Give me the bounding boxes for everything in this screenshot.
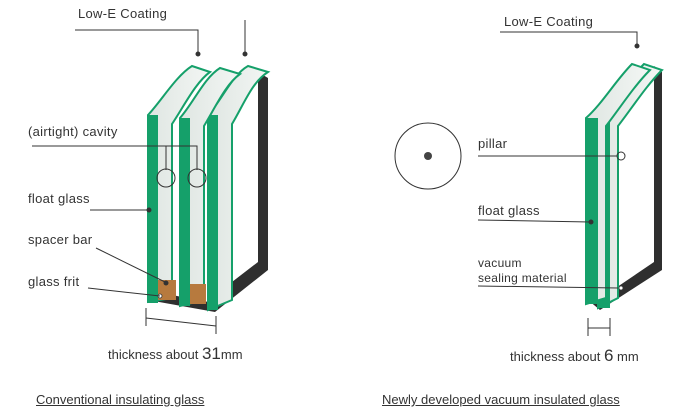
conventional-pane-front-edge bbox=[148, 115, 158, 303]
conventional-low-e-label: Low-E Coating bbox=[78, 6, 168, 21]
spacer-bar-label: spacer bar bbox=[28, 232, 93, 247]
conventional-thickness-unit: mm bbox=[220, 347, 243, 362]
vacuum-thickness-label: thickness about 6 mm bbox=[510, 346, 639, 366]
conventional-leader-lines bbox=[32, 20, 248, 334]
vacuum-sealing-label-line2: sealing material bbox=[478, 271, 567, 285]
conventional-pane-front bbox=[147, 64, 213, 304]
pillar-label: pillar bbox=[478, 136, 508, 151]
vacuum-seal-dot bbox=[618, 285, 624, 291]
conventional-thickness-value: 31 bbox=[201, 344, 221, 363]
pillar-magnifier bbox=[394, 122, 462, 190]
conventional-pane-middle bbox=[179, 66, 243, 308]
vacuum-frame bbox=[588, 66, 662, 310]
vacuum-thickness-value: 6 bbox=[603, 346, 614, 365]
vacuum-leader-lines bbox=[477, 31, 640, 336]
vacuum-float-glass-label: float glass bbox=[478, 203, 540, 218]
spacer-bar-2 bbox=[190, 284, 206, 304]
cavity-label: (airtight) cavity bbox=[28, 124, 118, 139]
conventional-pane-back-edge bbox=[208, 115, 218, 310]
spacer-bar-1 bbox=[158, 280, 176, 300]
vacuum-thickness-prefix: thickness about bbox=[510, 349, 604, 364]
vacuum-caption: Newly developed vacuum insulated glass bbox=[382, 392, 620, 407]
vacuum-sealing-label-line1: vacuum bbox=[478, 256, 522, 270]
conventional-float-glass-label: float glass bbox=[28, 191, 90, 206]
conventional-thickness-label: thickness about 31mm bbox=[108, 344, 243, 364]
conventional-glass-illustration bbox=[147, 64, 271, 312]
vacuum-thickness-unit: mm bbox=[613, 349, 639, 364]
conventional-thickness-prefix: thickness about bbox=[108, 347, 202, 362]
vacuum-pane-front bbox=[585, 62, 652, 306]
vacuum-pane-front-edge bbox=[586, 118, 598, 304]
conventional-caption: Conventional insulating glass bbox=[36, 392, 205, 407]
vacuum-glass-illustration bbox=[585, 62, 664, 310]
glass-frit-label: glass frit bbox=[28, 274, 80, 289]
conventional-pane-middle-edge bbox=[180, 118, 190, 306]
vacuum-low-e-label: Low-E Coating bbox=[504, 14, 594, 29]
